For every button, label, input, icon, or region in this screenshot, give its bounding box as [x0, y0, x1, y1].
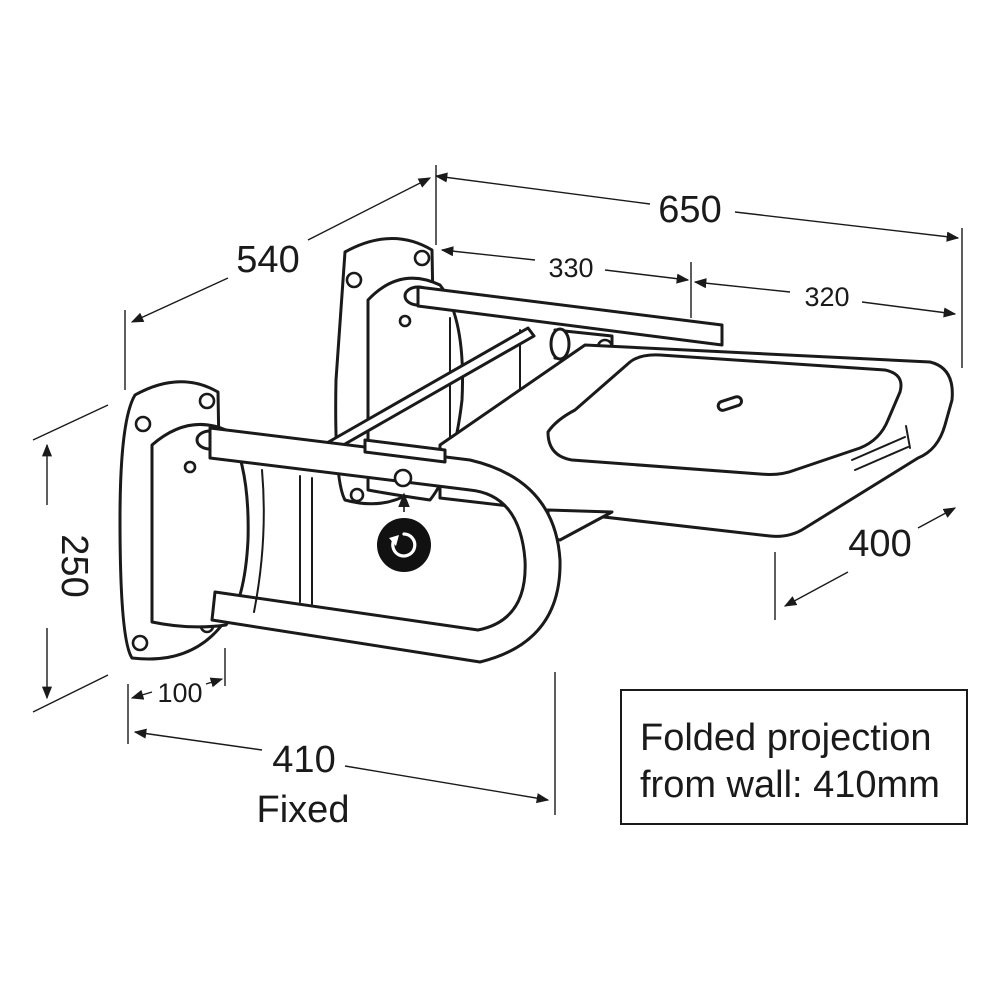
- dim-330-320: 330 320: [440, 246, 957, 318]
- dim-100: 100: [127, 648, 226, 744]
- dim-540: 540: [124, 177, 432, 390]
- dim-label-650: 650: [658, 189, 721, 231]
- rear-bar: [416, 285, 724, 347]
- front-hinge: [363, 438, 447, 488]
- dim-caption-fixed: Fixed: [257, 789, 350, 831]
- dim-250: 250: [32, 404, 109, 713]
- seat-frame: [438, 343, 954, 538]
- dim-650: 650: [434, 165, 963, 368]
- dim-label-250: 250: [53, 534, 95, 597]
- u-grab-rail: [208, 426, 562, 664]
- rotate-badge: [377, 518, 431, 572]
- dim-label-320: 320: [804, 282, 849, 312]
- dim-label-330: 330: [548, 253, 593, 283]
- dim-label-400: 400: [848, 523, 911, 565]
- note-box: Folded projection from wall: 410mm: [620, 689, 968, 825]
- dim-400: 400: [774, 507, 957, 620]
- note-line-2: from wall: 410mm: [640, 764, 940, 806]
- rotate-arrow-icon: [389, 532, 417, 558]
- dim-410: 410 Fixed: [133, 672, 556, 831]
- dim-label-410: 410: [272, 739, 335, 781]
- front-bracket: [150, 422, 250, 629]
- note-line-1: Folded projection: [640, 717, 932, 759]
- dim-label-100: 100: [157, 678, 202, 708]
- rotation-indicator: [377, 492, 431, 572]
- dim-label-540: 540: [236, 239, 299, 281]
